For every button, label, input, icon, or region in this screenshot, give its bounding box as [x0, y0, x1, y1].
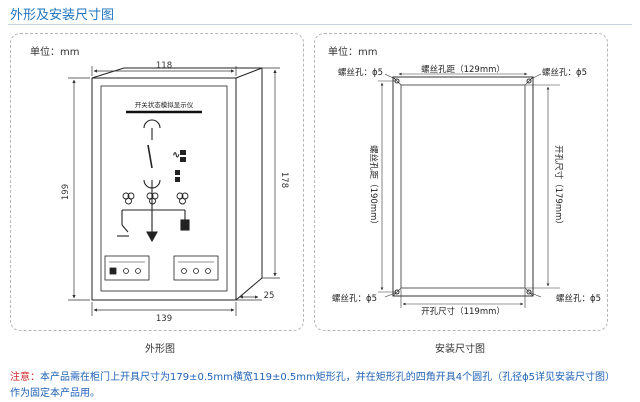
left-height-value: 199 — [61, 184, 71, 200]
right-indicator-box — [173, 255, 219, 281]
sensor-symbols: ∿ — [172, 150, 186, 182]
screw-label-bottom-left: 螺丝孔：ϕ5 — [332, 293, 377, 304]
bottom-indicators — [104, 255, 219, 281]
fuse-icon — [180, 219, 190, 231]
screw-hole-bottom-right — [526, 289, 532, 295]
outline-drawing-panel — [10, 33, 304, 331]
device-bezel — [100, 85, 228, 292]
bottom-width-value: 139 — [156, 314, 172, 324]
depth-value: 25 — [264, 291, 275, 301]
title-divider — [8, 24, 632, 25]
installation-dimensions — [378, 72, 560, 308]
device-top-depth — [91, 67, 263, 79]
svg-text:∿: ∿ — [172, 150, 180, 161]
left-unit-label: 单位：mm — [30, 47, 80, 58]
right-unit-label: 单位：mm — [328, 47, 378, 58]
right-height-value: 178 — [279, 172, 289, 188]
hole-spacing-h-label: 螺丝孔距（129mm） — [421, 64, 505, 75]
ground-switch-icon — [121, 224, 129, 233]
device-front-frame — [91, 77, 237, 301]
upper-disconnect-icon — [143, 119, 161, 129]
note-lead: 注意： — [10, 372, 40, 383]
note-text: 本产品需在柜门上开具尺寸为179±0.5mm横宽119±0.5mm矩形孔，并在矩… — [10, 372, 616, 399]
screw-hole-top-right — [526, 78, 532, 84]
screw-label-top-right: 螺丝孔：ϕ5 — [542, 67, 587, 78]
panel-outer-rect — [392, 76, 534, 297]
outline-dimensions — [68, 66, 280, 316]
screw-label-top-left: 螺丝孔：ϕ5 — [338, 67, 383, 78]
cutout-v-label: 开孔尺寸（179mm） — [553, 145, 564, 229]
hole-spacing-v-label: 螺丝孔距（190mm） — [368, 145, 379, 229]
switch-schematic — [117, 119, 190, 243]
page-title: 外形及安装尺寸图 — [10, 8, 115, 23]
left-indicator-box — [104, 255, 150, 281]
breaker-switch-icon — [147, 144, 153, 169]
cutout-h-label: 开孔尺寸（119mm） — [421, 306, 505, 317]
cutout-drawing — [392, 76, 534, 297]
device-side-depth — [235, 68, 263, 301]
top-width-value: 118 — [156, 61, 172, 71]
device-name-label: 开关状态模拟显示仪 — [135, 100, 194, 109]
installation-note: 注意：本产品需在柜门上开具尺寸为179±0.5mm横宽119±0.5mm矩形孔，… — [10, 370, 625, 402]
feeder-arrow-icon — [146, 231, 158, 243]
installation-caption: 安装尺寸图 — [435, 344, 485, 355]
installation-drawing-panel — [314, 33, 608, 331]
ct-symbols — [122, 192, 189, 205]
cutout-rect — [400, 84, 526, 289]
outline-caption: 外形图 — [145, 344, 175, 355]
screw-label-bottom-right: 螺丝孔：ϕ5 — [556, 293, 601, 304]
